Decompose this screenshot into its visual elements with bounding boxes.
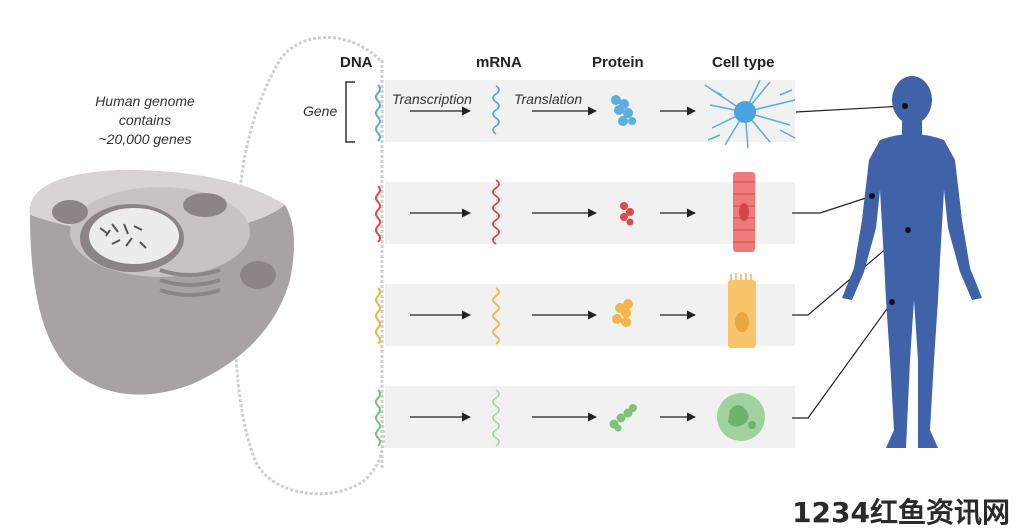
protein-yellow: [612, 299, 633, 327]
header-mrna: mRNA: [476, 54, 522, 71]
mrna-green: [492, 389, 500, 447]
watermark: 1234红鱼资讯网: [792, 496, 1010, 529]
protein-blue: [611, 95, 636, 126]
header-cell-type: Cell type: [712, 54, 775, 71]
muscle-cell: [733, 172, 755, 252]
genome-line-3: ~20,000 genes: [98, 131, 191, 147]
row-bands: [385, 80, 795, 448]
dna-segment-green: [375, 389, 381, 447]
protein-red: [620, 202, 634, 226]
connector-dots: [869, 103, 911, 305]
connector-lines: [792, 105, 909, 419]
epithelial-cell: [728, 273, 756, 348]
mrna-blue: [492, 85, 500, 135]
dna-segment-blue: [375, 84, 381, 142]
mrna-yellow: [492, 287, 500, 345]
genome-line-1: Human genome: [95, 93, 195, 109]
dna-segment-red: [375, 185, 381, 243]
dna-segments: [375, 84, 381, 447]
dna-segment-yellow: [375, 287, 381, 345]
transcription-label: Transcription: [392, 91, 472, 107]
genome-line-2: contains: [119, 112, 171, 128]
nerve-cell: [704, 79, 796, 149]
header-protein: Protein: [592, 54, 644, 71]
eukaryotic-cell: [29, 170, 294, 395]
mrna-red: [492, 179, 500, 245]
mrna-strands: [492, 85, 500, 447]
human-body: [842, 76, 982, 448]
protein-green: [609, 404, 637, 432]
immune-cell: [717, 393, 765, 441]
gene-label: Gene: [303, 103, 337, 119]
header-dna: DNA: [340, 54, 373, 71]
translation-label: Translation: [514, 91, 582, 107]
arrows: [410, 106, 696, 422]
gene-bracket: [345, 81, 355, 143]
